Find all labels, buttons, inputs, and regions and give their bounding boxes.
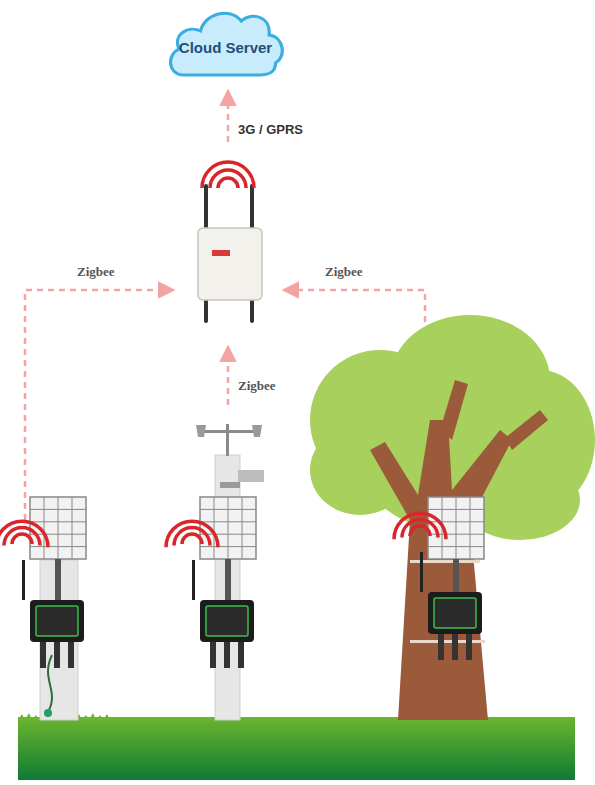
protocol-label: Zigbee bbox=[323, 264, 365, 280]
protocol-label: Zigbee bbox=[75, 264, 117, 280]
node-label: Cloud Server bbox=[179, 29, 272, 56]
protocol-label: Zigbee bbox=[236, 378, 278, 394]
cloud-shape: Cloud Server bbox=[164, 5, 287, 80]
link-label: 3G / GPRS bbox=[236, 122, 305, 137]
